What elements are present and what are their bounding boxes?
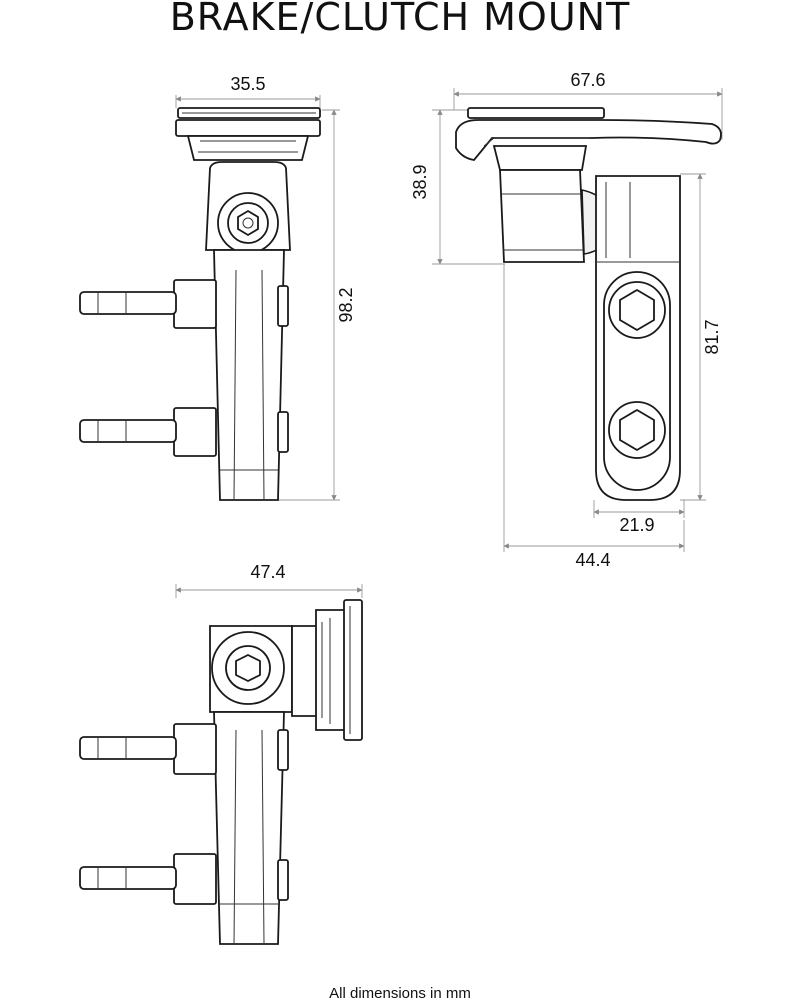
- dimension-side-total-width: 44.4: [503, 264, 685, 570]
- dimension-side-arm-height: 81.7: [680, 173, 722, 501]
- units-note: All dimensions in mm: [329, 985, 471, 1002]
- dimension-rotated-width: 47.4: [175, 562, 363, 598]
- dimension-label-front-width: 35.5: [230, 74, 265, 94]
- front-view: 35.5 98.2: [79, 74, 356, 501]
- dimension-front-width: 35.5: [175, 74, 321, 108]
- page-title: BRAKE/CLUTCH MOUNT: [169, 0, 631, 39]
- dimension-side-width: 67.6: [453, 70, 723, 140]
- dimension-side-arm-width: 21.9: [593, 500, 685, 535]
- dimension-front-height: 98.2: [278, 109, 356, 501]
- dimension-label-side-width: 67.6: [570, 70, 605, 90]
- dimension-label-side-head-height: 38.9: [410, 164, 430, 199]
- dimension-side-head-height: 38.9: [410, 109, 505, 265]
- dimension-label-side-arm-width: 21.9: [619, 515, 654, 535]
- side-view: 67.6 38.9 81.7 21.9 44.4: [410, 70, 723, 570]
- dimension-label-side-arm-height: 81.7: [702, 319, 722, 354]
- dimension-label-rotated-width: 47.4: [250, 562, 285, 582]
- dimension-label-front-height: 98.2: [336, 287, 356, 322]
- rotated-view: 47.4: [79, 562, 363, 945]
- dimension-label-side-total-width: 44.4: [575, 550, 610, 570]
